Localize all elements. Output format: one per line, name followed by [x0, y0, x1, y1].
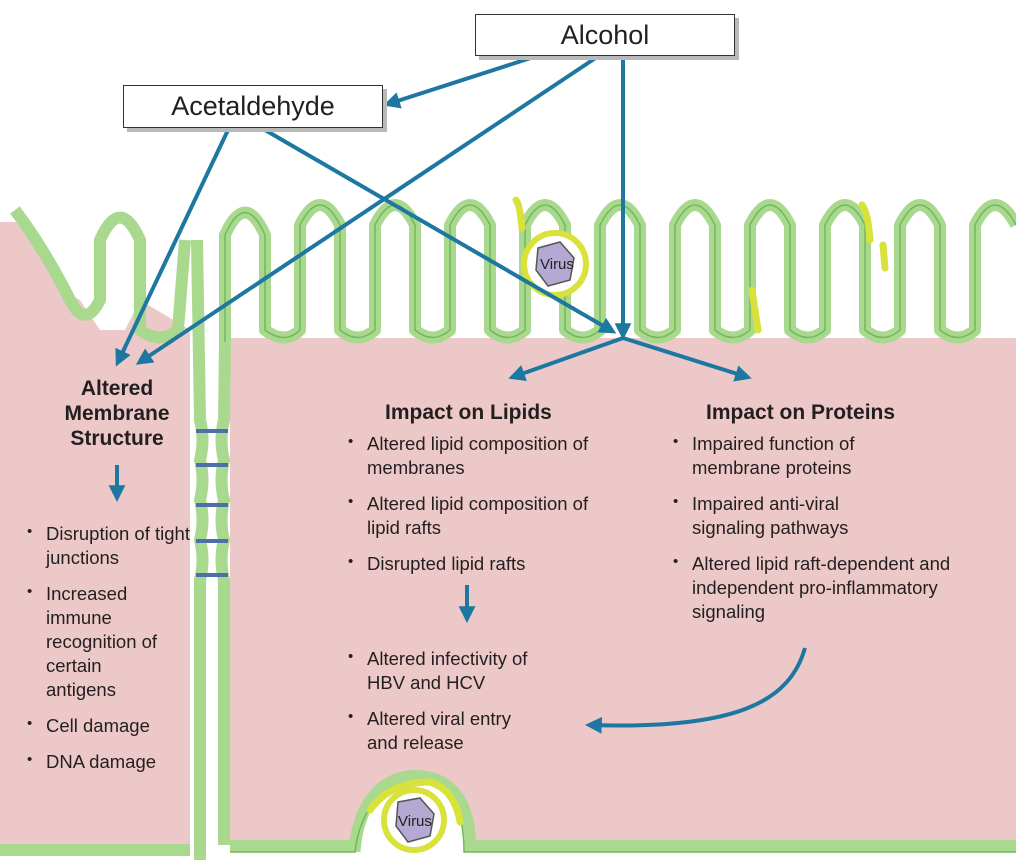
membrane-heading: Altered Membrane Structure: [62, 376, 172, 452]
bottom-membrane: [0, 769, 1016, 856]
left-microvilli-membrane: [10, 206, 191, 344]
lipids-list: Altered lipid composition of membranes A…: [345, 432, 597, 588]
proteins-heading: Impact on Proteins: [706, 401, 896, 424]
virus-top: Virus: [521, 230, 589, 298]
membrane-heading-line1: Altered: [80, 377, 154, 400]
list-item: Disrupted lipid rafts: [345, 552, 597, 576]
membrane-heading-line2: Membrane: [64, 402, 170, 426]
list-item: Altered lipid composition of lipid rafts: [345, 492, 597, 540]
list-item: Altered lipid composition of membranes: [345, 432, 597, 480]
membrane-list: Disruption of tight junctions Increased …: [24, 522, 194, 786]
list-item: Impaired anti-viral signaling pathways: [670, 492, 902, 540]
arrows: [108, 53, 807, 734]
list-item: Altered lipid raft-dependent and indepen…: [670, 552, 962, 624]
microvilli-outline: [224, 204, 1016, 342]
junction-membrane: [191, 239, 209, 860]
arrow-acetaldehyde-to-membrane: [115, 129, 230, 367]
arrow-proteins-to-lipids: [584, 647, 807, 734]
virus-bottom: Virus: [381, 787, 447, 853]
list-item: Cell damage: [24, 714, 194, 738]
list-item: Altered infectivity of HBV and HCV: [345, 647, 557, 695]
list-item: Impaired function of membrane proteins: [670, 432, 902, 480]
virus-label-bottom: Virus: [398, 813, 432, 830]
arrow-to-proteins: [622, 336, 752, 382]
lipid-rafts: [366, 196, 889, 826]
list-item: Increased immune recognition of certain …: [24, 582, 164, 702]
lipids-heading: Impact on Lipids: [385, 401, 552, 424]
arrow-alcohol-to-acetaldehyde: [383, 53, 541, 109]
proteins-list: Impaired function of membrane proteins I…: [670, 432, 955, 636]
list-item: Disruption of tight junctions: [24, 522, 194, 570]
arrow-to-lipids: [508, 336, 624, 381]
list-item: Altered viral entry and release: [345, 707, 537, 755]
tight-junction-markers: [196, 429, 228, 577]
list-item: DNA damage: [24, 750, 194, 774]
arrow-acetaldehyde-to-center: [263, 128, 617, 334]
virus-label-top: Virus: [540, 256, 574, 273]
acetaldehyde-box: Acetaldehyde: [123, 85, 383, 128]
membrane-heading-line3: Structure: [70, 427, 164, 451]
arrow-alcohol-to-membrane: [135, 53, 602, 365]
lipids-outcome-list: Altered infectivity of HBV and HCV Alter…: [345, 647, 575, 767]
junction-membrane-right: [215, 341, 231, 845]
alcohol-box: Alcohol: [475, 14, 735, 56]
